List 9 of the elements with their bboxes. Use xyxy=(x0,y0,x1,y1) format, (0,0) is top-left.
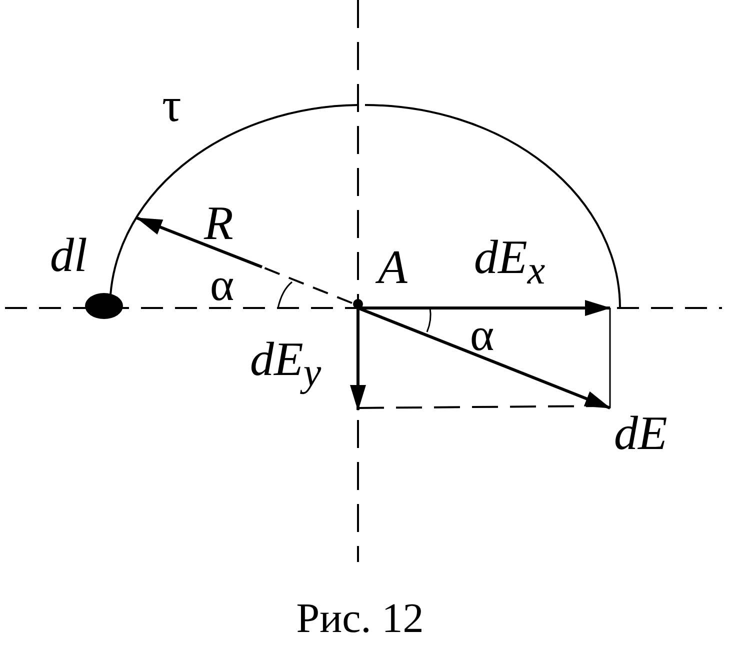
variable-label: τ xyxy=(162,82,182,130)
vector-label: dE xyxy=(614,410,668,458)
variable-label: dl xyxy=(50,232,88,280)
variable-label: R xyxy=(204,200,234,248)
angle-label: α xyxy=(470,312,494,358)
vector-label: dE$_{y}$ xyxy=(250,336,322,393)
angle-label: α xyxy=(210,262,234,308)
figure-caption: Рис. 12 xyxy=(296,596,424,642)
vector-label: dE$_{x}$ xyxy=(474,234,546,291)
